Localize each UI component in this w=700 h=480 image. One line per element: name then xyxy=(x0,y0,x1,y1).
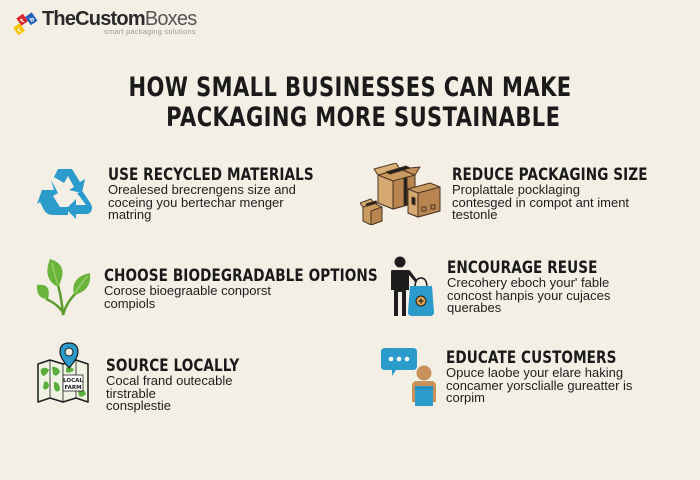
title-line-2: PACKAGING MORE SUSTAINABLE xyxy=(166,102,561,133)
brand-logo: t b c TheCustomBoxes smart packaging sol… xyxy=(9,8,197,36)
svg-text:t: t xyxy=(19,17,25,24)
svg-text:b: b xyxy=(29,15,37,24)
tip-heading: USE RECYCLED MATERIALS xyxy=(108,165,314,185)
brand-name-bold: TheCustom xyxy=(42,8,146,30)
leaf-sprout-icon xyxy=(36,255,92,322)
cardboard-boxes-icon xyxy=(359,162,446,230)
tip-body: Corose bioegraable conporst compiols xyxy=(104,283,271,311)
tip-educate-customers: EDUCATE CUSTOMERS Opuce laobe your elare… xyxy=(380,346,632,413)
tip-heading: CHOOSE BIODEGRADABLE OPTIONS xyxy=(104,266,378,286)
tip-body: Cocal frand outecable tirstrable consple… xyxy=(106,373,233,413)
tip-encourage-reuse: ENCOURAGE REUSE Crecohery eboch your' fa… xyxy=(387,256,610,323)
tip-recycled-materials: USE RECYCLED MATERIALS Orealesed brecren… xyxy=(36,163,314,226)
brand-name: TheCustomBoxes xyxy=(42,8,197,30)
local-farm-map-icon: LOCAL FARM xyxy=(36,342,90,409)
tip-body: Proplattale pocklaging contesged in comp… xyxy=(452,182,630,222)
brand-tagline: smart packaging solutions xyxy=(104,27,196,36)
tip-body: Opuce laobe your elare haking concamer y… xyxy=(446,365,633,405)
map-label-farm: FARM xyxy=(64,385,81,391)
tip-heading: ENCOURAGE REUSE xyxy=(447,258,598,278)
recycle-icon xyxy=(36,163,96,226)
svg-text:c: c xyxy=(16,26,23,34)
person-reusable-bag-icon xyxy=(387,256,435,323)
title-line-1: HOW SMALL BUSINESSES CAN MAKE xyxy=(128,72,572,103)
tip-heading: EDUCATE CUSTOMERS xyxy=(446,348,617,368)
tip-source-locally: LOCAL FARM SOURCE LOCALLY Cocal frand ou… xyxy=(36,342,239,412)
tip-heading: SOURCE LOCALLY xyxy=(106,356,240,376)
tip-body: Crecohery eboch your' fable concost hanp… xyxy=(447,275,611,315)
map-label-local: LOCAL xyxy=(63,378,83,384)
logo-blocks-icon: t b c xyxy=(9,8,41,36)
tip-heading: REDUCE PACKAGING SIZE xyxy=(452,165,648,185)
tip-body: Orealesed brecrengens size and coceing y… xyxy=(108,182,296,222)
brand-name-light: Boxes xyxy=(144,8,197,30)
tip-biodegradable-options: CHOOSE BIODEGRADABLE OPTIONS Corose bioe… xyxy=(36,255,378,322)
page-title: HOW SMALL BUSINESSES CAN MAKE PACKAGING … xyxy=(77,73,623,133)
speech-bubble-person-icon xyxy=(380,346,438,413)
tip-reduce-packaging-size: REDUCE PACKAGING SIZE Proplattale pockla… xyxy=(359,162,648,230)
